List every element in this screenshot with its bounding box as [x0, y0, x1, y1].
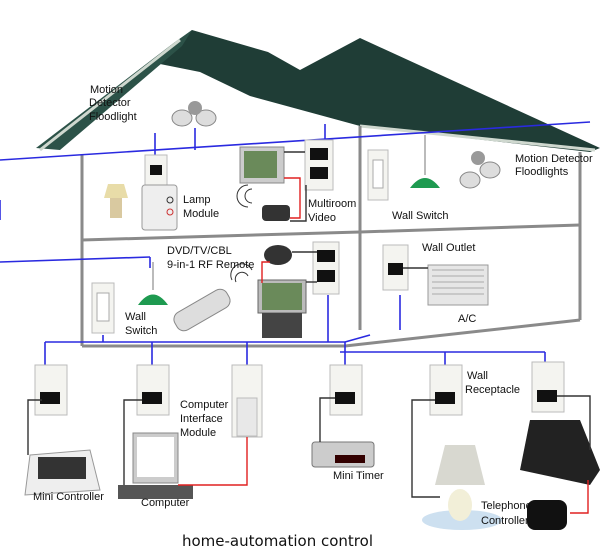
label-wall-switch: Switch	[125, 325, 157, 337]
wireless-signal-icon	[230, 263, 253, 283]
tv-icon	[239, 146, 285, 184]
label-computer-interface: Interface	[180, 413, 223, 425]
outlet-icon	[329, 364, 363, 416]
label-wall-switch: Wall Switch	[392, 210, 448, 222]
label-wall-receptacle: Receptacle	[465, 384, 520, 396]
label-multiroom-video: Multiroom	[308, 198, 356, 210]
mini-controller-icon	[24, 449, 101, 496]
label-wall-outlet: Wall Outlet	[422, 242, 475, 254]
label-motion-floodlights: Floodlights	[515, 166, 569, 178]
pendant-lamp-icon	[410, 135, 440, 188]
remote-control-icon	[173, 288, 231, 332]
label-motion-floodlight: Motion	[90, 84, 123, 96]
label-mini-timer: Mini Timer	[333, 470, 384, 482]
roof	[36, 30, 600, 152]
label-rf-remote: 9-in-1 RF Remote	[167, 259, 254, 271]
label-lamp-module: Lamp	[183, 194, 211, 206]
lamp-module-icon	[141, 184, 178, 231]
outlet-icon	[531, 361, 565, 413]
label-multiroom-video: Video	[308, 212, 336, 224]
wireless-signal-icon	[236, 184, 253, 208]
telephone-controller-icon	[520, 420, 600, 485]
pendant-lamp-icon	[138, 262, 168, 305]
wall-switch-icon	[91, 282, 115, 334]
power-line-wiring	[0, 121, 591, 368]
mini-timer-icon	[311, 441, 375, 468]
wall-switch-icon	[367, 149, 389, 201]
label-motion-floodlight: Floodlight	[89, 111, 137, 123]
label-wall-switch: Wall	[125, 311, 146, 323]
label-wall-receptacle: Wall	[467, 370, 488, 382]
table-lamp-icon	[104, 184, 128, 218]
label-computer-interface: Computer	[180, 399, 229, 411]
outlet-icon	[429, 364, 463, 416]
label-rf-remote: DVD/TV/CBL	[167, 245, 232, 257]
outlet-icon	[312, 241, 340, 295]
label-motion-floodlight: Detector	[89, 97, 131, 109]
air-conditioner-icon	[427, 264, 489, 306]
label-telephone-controller: Telephone	[481, 500, 532, 512]
telephone-icon	[527, 500, 567, 530]
label-ac: A/C	[458, 313, 476, 325]
floodlights-icon	[459, 151, 501, 189]
house-walls	[80, 126, 582, 348]
outlet-icon	[34, 364, 68, 416]
label-computer-interface: Module	[180, 427, 216, 439]
outlet-icon	[304, 139, 334, 191]
label-motion-floodlights: Motion Detector	[515, 153, 593, 165]
projection-tv-icon	[257, 279, 307, 338]
receiver-icon	[264, 245, 292, 265]
diagram-caption: home-automation control	[182, 532, 373, 550]
label-computer: Computer	[141, 497, 190, 509]
floodlight-icon	[171, 101, 217, 127]
video-sender-icon	[262, 205, 290, 221]
outlet-icon	[231, 364, 263, 438]
label-mini-controller: Mini Controller	[33, 491, 104, 503]
label-lamp-module: Module	[183, 208, 219, 220]
computer-icon	[118, 432, 193, 499]
outlet-icon	[136, 364, 170, 416]
label-telephone-controller: Controller	[481, 515, 529, 527]
lamp-icon	[422, 445, 502, 530]
